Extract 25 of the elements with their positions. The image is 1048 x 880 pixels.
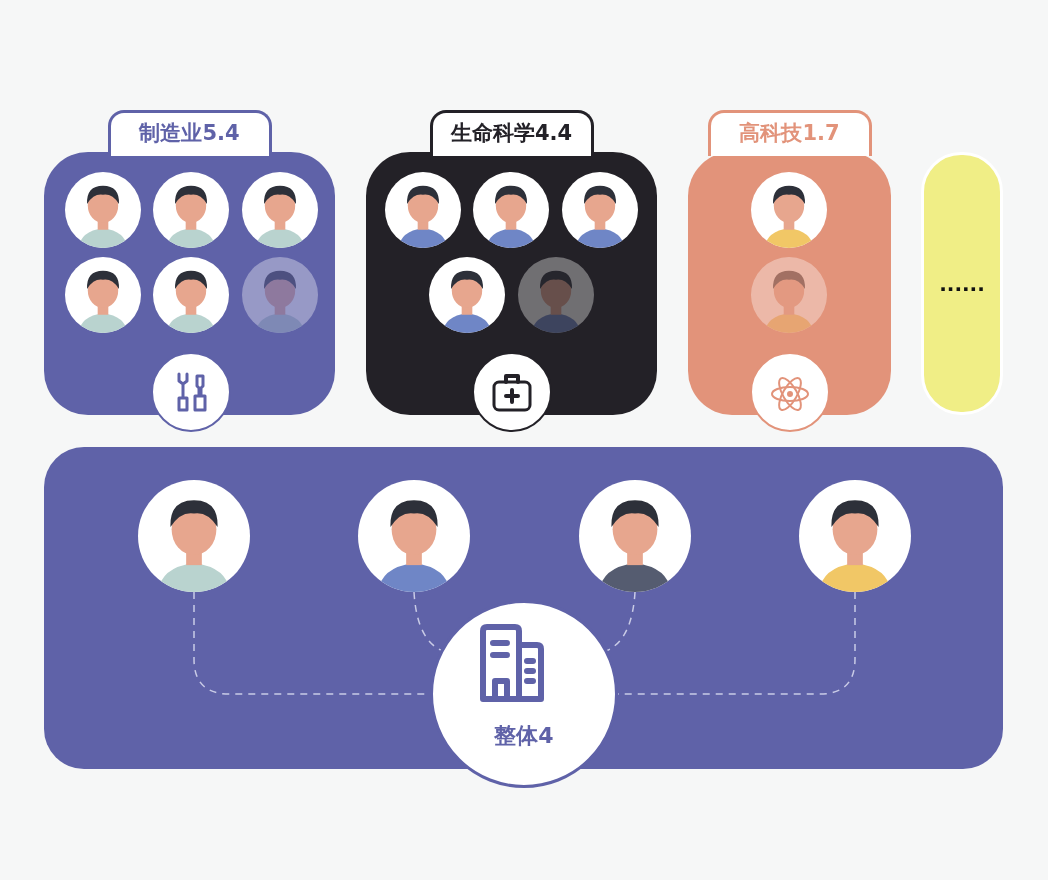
person-avatar: [751, 257, 827, 333]
category-tab-label: 制造业5.4: [107, 110, 272, 156]
person-avatar: [153, 172, 229, 248]
person-avatar: [562, 172, 638, 248]
person-avatar: [242, 257, 318, 333]
person-avatar: [579, 480, 691, 592]
person-avatar: [242, 172, 318, 248]
person-avatar: [473, 172, 549, 248]
person-avatar: [153, 257, 229, 333]
person-avatar: [518, 257, 594, 333]
person-avatar: [65, 172, 141, 248]
person-avatar: [65, 257, 141, 333]
person-avatar: [358, 480, 470, 592]
category-tab-label: 高科技1.7: [707, 110, 872, 156]
overall-label: 整体4: [493, 722, 555, 750]
dashed-connector: [606, 591, 636, 652]
dashed-connector: [413, 591, 442, 651]
person-avatar: [429, 257, 505, 333]
dashed-connector: [617, 591, 856, 695]
person-avatar: [138, 480, 250, 592]
person-avatar: [799, 480, 911, 592]
category-tab-label: 生命科学4.4: [429, 110, 594, 156]
person-avatar: [385, 172, 461, 248]
ellipsis-text: ......: [939, 271, 985, 296]
person-avatar: [751, 172, 827, 248]
